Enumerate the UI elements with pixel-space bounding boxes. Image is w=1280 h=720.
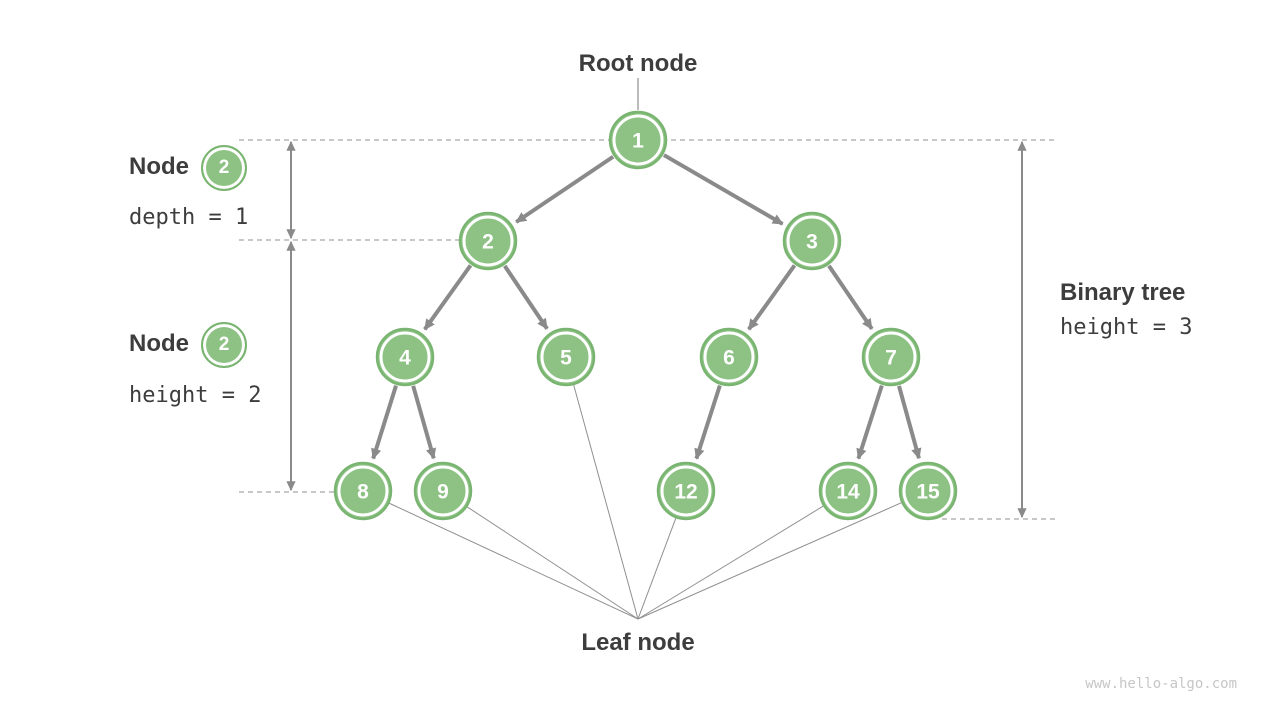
node-depth-title: Node bbox=[129, 153, 189, 180]
website-watermark: www.hello-algo.com bbox=[1085, 676, 1237, 692]
tree-node-inner-ring-4 bbox=[379, 331, 431, 383]
tree-node-value-7: 7 bbox=[885, 347, 897, 370]
tree-node-1 bbox=[608, 110, 668, 170]
tree-node-inner-ring-2 bbox=[462, 215, 514, 267]
tree-node-inner-ring-14 bbox=[822, 465, 874, 517]
node-depth-badge: 2 bbox=[201, 145, 247, 191]
tree-node-value-1: 1 bbox=[632, 130, 644, 153]
tree-node-inner-ring-3 bbox=[786, 215, 838, 267]
tree-edge-7-15 bbox=[897, 385, 922, 460]
tree-node-2 bbox=[458, 211, 518, 271]
tree-edge-2-4 bbox=[423, 264, 473, 331]
tree-edge-4-8 bbox=[371, 385, 398, 460]
tree-edge-7-14 bbox=[856, 384, 884, 460]
tree-node-inner-ring-1 bbox=[612, 114, 664, 166]
tree-node-value-6: 6 bbox=[723, 347, 735, 370]
tree-node-9 bbox=[413, 461, 473, 521]
tree-node-8 bbox=[333, 461, 393, 521]
node-depth-value: depth = 1 bbox=[129, 205, 249, 230]
tree-node-15 bbox=[898, 461, 958, 521]
tree-node-inner-ring-12 bbox=[660, 465, 712, 517]
tree-node-inner-ring-15 bbox=[902, 465, 954, 517]
tree-node-4 bbox=[375, 327, 435, 387]
tree-node-value-4: 4 bbox=[399, 347, 411, 370]
tree-node-inner-ring-9 bbox=[417, 465, 469, 517]
node-height-value: height = 2 bbox=[129, 383, 262, 408]
binary-tree-title: Binary tree bbox=[1060, 279, 1186, 306]
leaf-connector-line bbox=[466, 506, 639, 620]
tree-node-inner-ring-5 bbox=[540, 331, 592, 383]
leaf-connector-line bbox=[637, 517, 677, 620]
binary-tree-height-value: height = 3 bbox=[1060, 315, 1193, 340]
leaf-connector-line bbox=[389, 502, 639, 620]
tree-edge-4-9 bbox=[411, 385, 437, 460]
tree-edge-3-6 bbox=[747, 264, 797, 331]
tree-node-6 bbox=[699, 327, 759, 387]
tree-edge-6-12 bbox=[694, 384, 722, 460]
tree-node-inner-ring-7 bbox=[865, 331, 917, 383]
tree-edge-1-3 bbox=[662, 153, 784, 226]
tree-node-value-2: 2 bbox=[482, 231, 494, 254]
leaf-connector-line bbox=[637, 505, 824, 620]
tree-node-5 bbox=[536, 327, 596, 387]
tree-node-inner-ring-6 bbox=[703, 331, 755, 383]
tree-node-value-12: 12 bbox=[674, 481, 697, 504]
tree-node-inner-ring-8 bbox=[337, 465, 389, 517]
tree-node-value-14: 14 bbox=[836, 481, 860, 504]
tree-node-value-9: 9 bbox=[437, 481, 449, 504]
tree-node-value-8: 8 bbox=[357, 481, 369, 504]
root-node-label: Root node bbox=[578, 50, 698, 77]
tree-node-value-5: 5 bbox=[560, 347, 572, 370]
leaf-connector-line bbox=[573, 384, 639, 620]
node-depth-badge-value: 2 bbox=[218, 157, 230, 178]
tree-node-3 bbox=[782, 211, 842, 271]
tree-node-12 bbox=[656, 461, 716, 521]
tree-node-7 bbox=[861, 327, 921, 387]
leaf-node-label: Leaf node bbox=[581, 629, 695, 656]
leaf-connector-line bbox=[637, 502, 902, 620]
node-height-badge: 2 bbox=[201, 322, 247, 368]
tree-edge-1-2 bbox=[515, 155, 615, 224]
tree-node-value-3: 3 bbox=[806, 231, 818, 254]
tree-edge-3-7 bbox=[827, 264, 874, 331]
node-height-badge-value: 2 bbox=[218, 334, 230, 355]
tree-edge-2-5 bbox=[503, 264, 549, 330]
node-height-title: Node bbox=[129, 330, 189, 357]
tree-node-14 bbox=[818, 461, 878, 521]
tree-node-value-15: 15 bbox=[916, 481, 940, 504]
